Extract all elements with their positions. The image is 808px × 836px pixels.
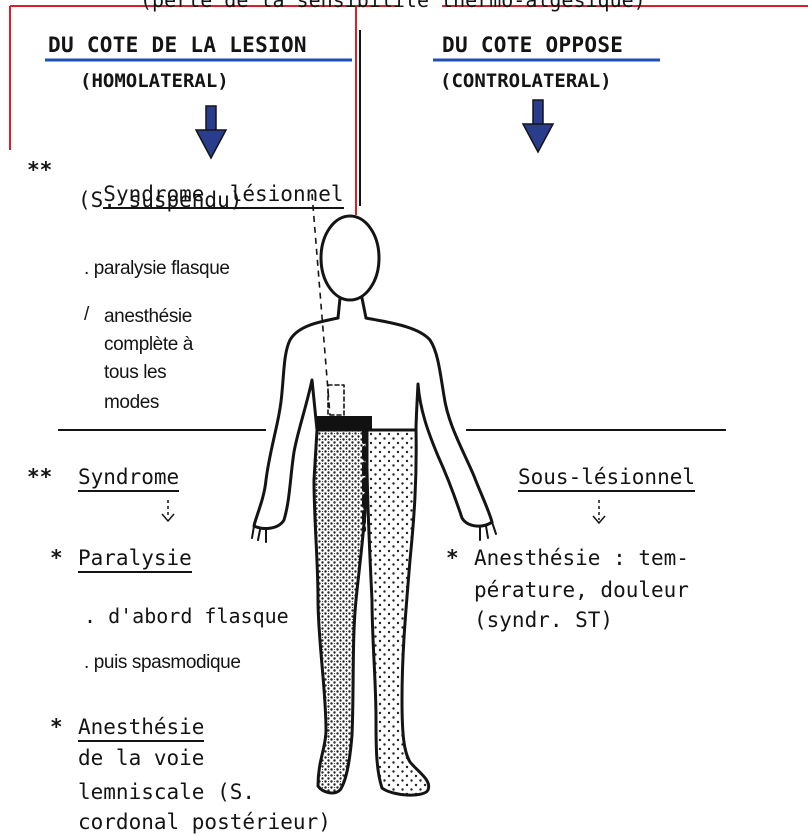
paralysis-item: . d'abord flasque (84, 604, 289, 628)
under-stars: ** (27, 465, 52, 489)
right-header-subtitle: (CONTROLATERAL) (440, 70, 612, 92)
lesion-stars: ** (27, 158, 52, 182)
lesion-item: complète à (104, 334, 193, 356)
paralysis-star: * (50, 546, 63, 570)
head (321, 216, 379, 300)
lesion-item-bullet: / (84, 304, 89, 326)
lesion-item: anesthésie (104, 306, 192, 328)
anesthesia-left-title-text: Anesthésie (78, 715, 204, 742)
anesthesia-right-line: pérature, douleur (474, 578, 689, 602)
lesion-subtitle: (S. suspendu) (78, 188, 242, 212)
paralysis-title-text: Paralysie (78, 546, 192, 573)
paralysis-item: . puis spasmodique (84, 652, 241, 674)
dashed-arrow-icon (162, 500, 174, 521)
lesion-item: modes (104, 392, 159, 414)
left-header-title: DU COTE DE LA LESION (48, 33, 307, 57)
under-right-title: Sous-lésionnel (518, 465, 695, 489)
under-title-text: Syndrome (78, 465, 179, 492)
anesthesia-left-star: * (50, 715, 63, 739)
human-figure (252, 216, 496, 795)
lesion-block (317, 416, 372, 431)
lesion-item: tous les (104, 362, 166, 384)
dashed-arrow-icon (593, 500, 605, 523)
anesthesia-right-star: * (446, 546, 459, 570)
anesthesia-right-line: (syndr. ST) (474, 608, 613, 632)
anesthesia-right-line: Anesthésie : tem- (474, 546, 689, 570)
right-leg-anesthesia-zone (367, 430, 429, 795)
anesthesia-left-line: de la voie (78, 746, 204, 770)
anesthesia-left-line: cordonal postérieur) (78, 810, 331, 834)
top-caption: (perte de la sensibilité thermo-algésiqu… (140, 0, 646, 12)
lesion-pointer (312, 194, 330, 415)
lesion-item: . paralysie flasque (84, 258, 230, 280)
under-title: Syndrome (78, 465, 179, 489)
anesthesia-left-line: lemniscale (S. (78, 780, 255, 804)
under-right-title-text: Sous-lésionnel (518, 465, 695, 492)
arrow-down-icon (523, 100, 553, 152)
left-header-subtitle: (HOMOLATERAL) (80, 70, 229, 92)
right-header-title: DU COTE OPPOSE (442, 33, 623, 57)
left-leg-anesthesia-zone (314, 430, 367, 793)
paralysis-title: Paralysie (78, 546, 192, 570)
anesthesia-left-title: Anesthésie (78, 715, 204, 739)
arrow-down-icon (196, 106, 226, 158)
